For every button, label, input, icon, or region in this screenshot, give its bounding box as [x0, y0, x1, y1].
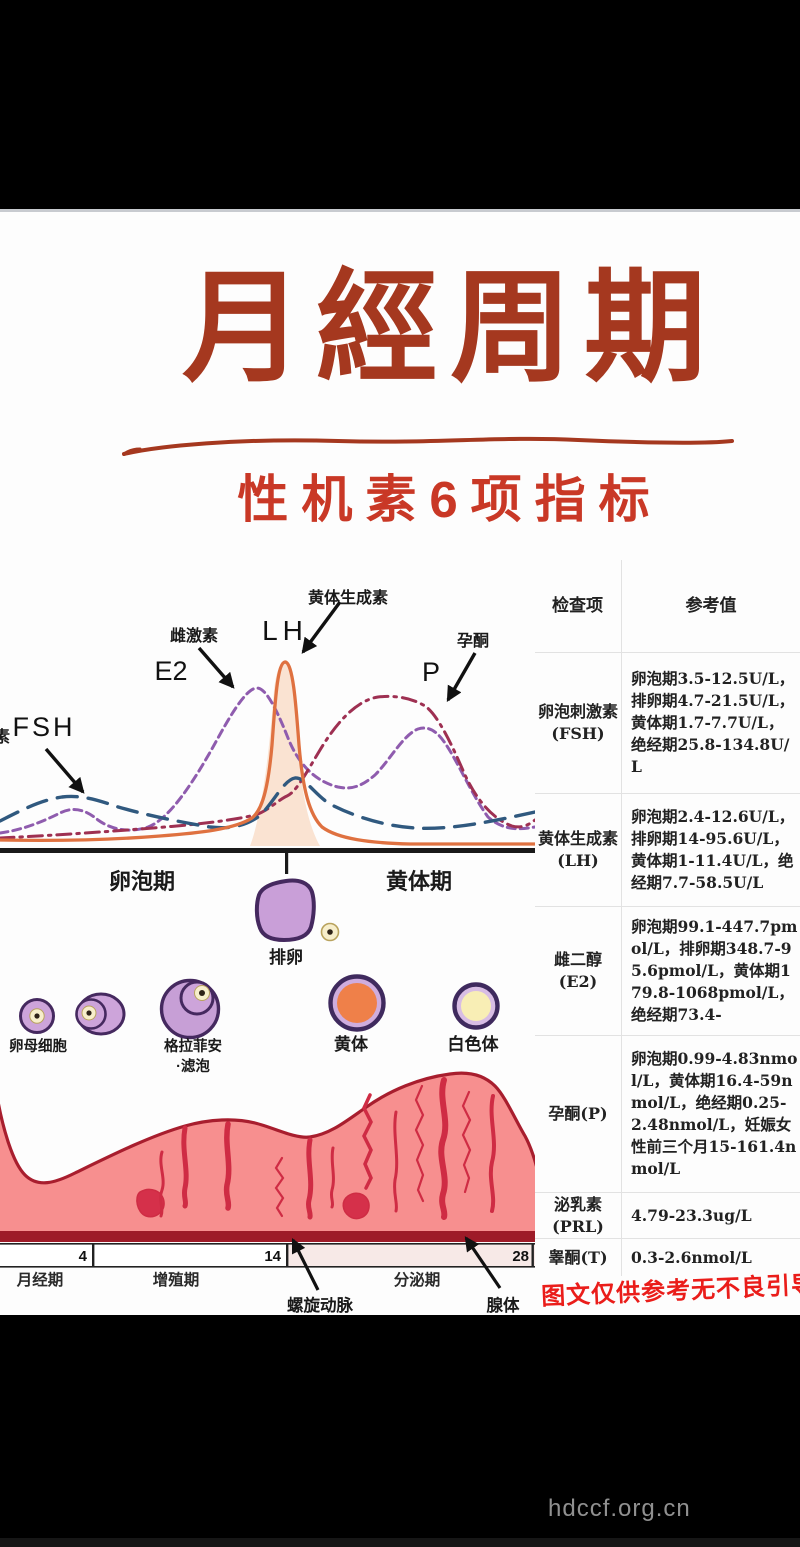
phase-secretory-label: 分泌期 — [394, 1270, 441, 1289]
table-row-lh: 黄体生成素(LH) 卵泡期2.4-12.6U/L，排卵期14-95.6U/L，黄… — [535, 793, 800, 906]
gland-label: 腺体 — [487, 1295, 521, 1315]
reference-value: 卵泡期2.4-12.6U/L，排卵期14-95.6U/L，黄体期1-11.4U/… — [631, 807, 795, 892]
oocyte-label: 卵母细胞 — [9, 1037, 67, 1055]
page-subtitle: 性机素6项指标 — [237, 471, 663, 528]
follicle-stages: 排卵 — [9, 878, 500, 1075]
endometrium-diagram: 4 14 28 月经期 增殖期 分泌期 螺旋动脉 腺体 — [0, 1071, 535, 1315]
ovulation-label: 排卵 — [269, 947, 303, 967]
table-row-t: 睾酮(T) 0.3-2.6nmol/L — [535, 1238, 800, 1276]
reference-value: 4.79-23.3ug/L — [631, 1205, 752, 1225]
cycle-diagram: 卵泡期 黄体期 黄体生成素 LH 雌激素 E2 孕酮 P FSH 素 排卵 — [0, 588, 535, 1315]
reference-table: 检查项 参考值 卵泡刺激素(FSH) 卵泡期3.5-12.5U/L，排卵期4.7… — [535, 560, 800, 1276]
p-label: P — [422, 657, 440, 687]
oocyte — [19, 998, 55, 1034]
table-row-p: 孕酮(P) 卵泡期0.99-4.83nmol/L，黄体期16.4-59nmol/… — [535, 1035, 800, 1192]
bottom-letterbox-bar — [0, 1315, 800, 1547]
table-row-e2: 雌二醇(E2) 卵泡期99.1-447.7pmol/L，排卵期348.7-95.… — [535, 906, 800, 1035]
spiral-artery-arrow — [291, 1238, 320, 1291]
lh-peak-fill — [250, 660, 320, 846]
phase-proliferative-label: 增殖期 — [153, 1270, 200, 1289]
lh-arrow — [301, 600, 342, 654]
growing-follicle — [75, 992, 126, 1036]
day-4-tick-label: 4 — [79, 1248, 88, 1265]
graafian-label-line1: 格拉菲安 — [164, 1037, 222, 1055]
lh-cn-label: 黄体生成素 — [308, 588, 388, 607]
p-cn-label: 孕酮 — [457, 632, 489, 650]
graafian-follicle — [159, 978, 221, 1040]
test-item-name: 卵泡刺激素(FSH) — [535, 653, 622, 793]
midcycle-tick — [285, 853, 289, 874]
day-28-tick-label: 28 — [512, 1248, 529, 1265]
test-item-name: 泌乳素(PRL) — [535, 1193, 622, 1238]
bottom-edge-strip — [0, 1538, 800, 1547]
test-item-name: 雌二醇(E2) — [535, 907, 622, 1035]
reference-value: 0.3-2.6nmol/L — [631, 1247, 752, 1267]
top-divider-line — [0, 209, 800, 212]
day-14-tick-label: 14 — [264, 1248, 281, 1265]
table-header-item: 检查项 — [535, 560, 622, 652]
e2-curve — [0, 686, 535, 835]
table-row-fsh: 卵泡刺激素(FSH) 卵泡期3.5-12.5U/L，排卵期4.7-21.5U/L… — [535, 652, 800, 793]
phase-menstrual-label: 月经期 — [16, 1270, 64, 1289]
gland-arrow — [464, 1236, 502, 1289]
chart-x-axis — [0, 848, 535, 853]
watermark-url: hdccf.org.cn — [548, 1495, 691, 1522]
table-header-value: 参考值 — [685, 596, 737, 616]
table-header-row: 检查项 参考值 — [535, 560, 800, 652]
endometrium-tissue — [0, 1071, 535, 1240]
corpus-luteum — [328, 974, 386, 1032]
test-item-name: 孕酮(P) — [535, 1036, 622, 1192]
top-letterbox-bar — [0, 0, 800, 209]
phase-label-follicular: 卵泡期 — [109, 869, 175, 894]
table-row-prl: 泌乳素(PRL) 4.79-23.3ug/L — [535, 1192, 800, 1238]
p-arrow — [446, 652, 477, 703]
hormone-chart: 卵泡期 黄体期 黄体生成素 LH 雌激素 E2 孕酮 P FSH 素 — [0, 588, 535, 894]
endometrium-baseline — [0, 1231, 535, 1242]
spiral-artery-label: 螺旋动脉 — [287, 1295, 354, 1315]
test-item-name: 黄体生成素(LH) — [535, 794, 622, 906]
lh-label: LH — [262, 615, 308, 646]
p-curve — [0, 694, 535, 840]
fsh-cn-partial-label: 素 — [0, 727, 10, 746]
day-timeline: 4 14 28 — [0, 1243, 535, 1268]
e2-cn-label: 雌激素 — [170, 626, 218, 645]
underline-stroke — [122, 436, 734, 456]
fsh-arrow — [44, 747, 85, 794]
fsh-label: FSH — [13, 712, 76, 742]
title-underline — [122, 436, 734, 456]
corpus-albicans — [452, 982, 500, 1030]
page-title: 月經周期 — [182, 255, 718, 399]
reference-value: 卵泡期3.5-12.5U/L，排卵期4.7-21.5U/L，黄体期1.7-7.7… — [631, 669, 795, 776]
reference-value: 卵泡期0.99-4.83nmol/L，黄体期16.4-59nmol/L，绝经期0… — [631, 1049, 798, 1178]
reference-value: 卵泡期99.1-447.7pmol/L，排卵期348.7-95.6pmol/L，… — [631, 917, 798, 1024]
lh-curve — [0, 660, 535, 846]
ovulation-follicle-shape — [254, 878, 316, 942]
corpus-albicans-label: 白色体 — [448, 1034, 500, 1054]
endometrium-glands — [136, 1077, 496, 1220]
corpus-luteum-label: 黄体 — [334, 1034, 369, 1054]
e2-arrow — [197, 646, 235, 689]
graafian-label-line2: ·滤泡 — [176, 1057, 210, 1075]
e2-label: E2 — [154, 656, 187, 686]
phase-label-luteal: 黄体期 — [386, 869, 452, 894]
test-item-name: 睾酮(T) — [535, 1239, 622, 1276]
